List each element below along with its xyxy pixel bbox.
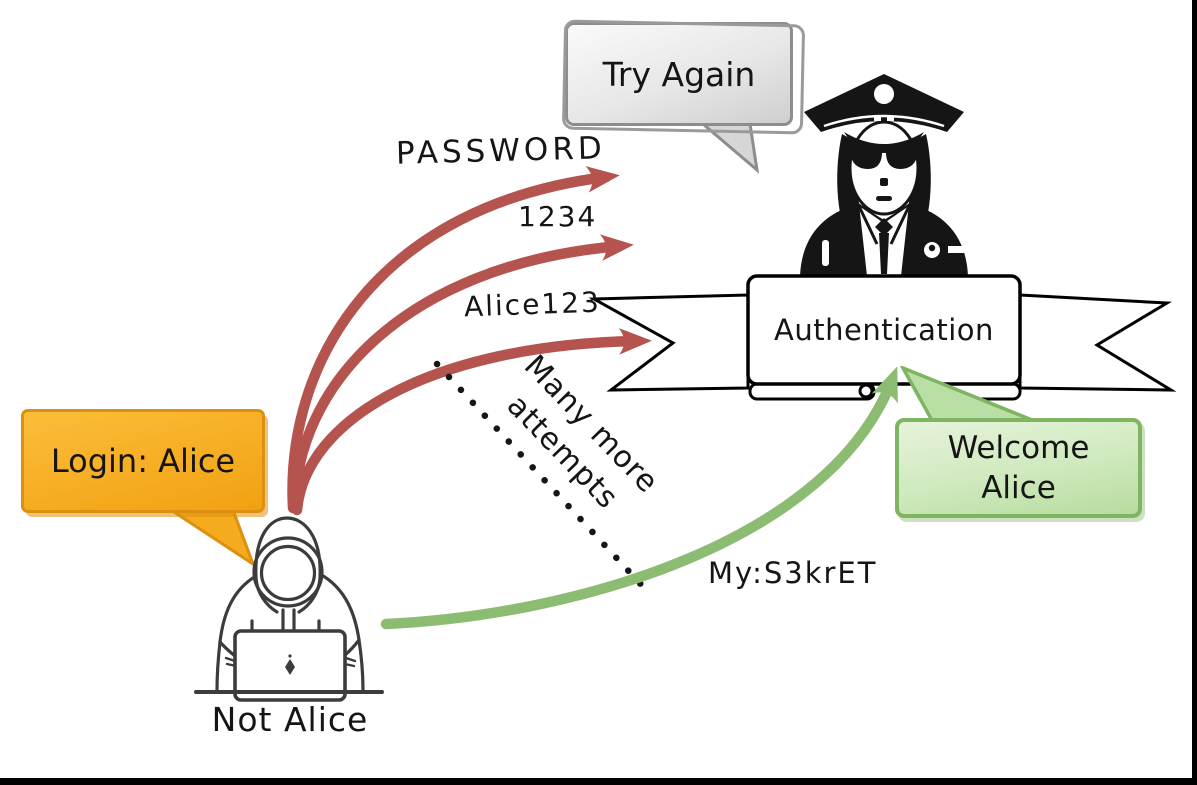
arrow-attempt-alice123 (291, 328, 652, 516)
many-more-attempts-dotted-line (433, 360, 652, 596)
authentication-banner-label: Authentication (774, 313, 994, 347)
try-again-bubble-tail (702, 124, 760, 174)
login-bubble-tail (170, 510, 256, 568)
arrow-attempt-secret (380, 366, 898, 630)
welcome-bubble: Welcome Alice (895, 418, 1142, 518)
arrow-attempt-password (287, 166, 620, 514)
label-attempt-1234: 1234 (518, 200, 598, 233)
label-attempt-password: PASSWORD (395, 130, 607, 172)
label-attempt-secret: My:S3krET (708, 556, 878, 590)
attacker-name-label: Not Alice (211, 700, 369, 739)
police-officer-icon (800, 74, 968, 276)
try-again-bubble: Try Again (565, 22, 793, 126)
try-again-bubble-text: Try Again (602, 54, 756, 94)
login-bubble-text: Login: Alice (50, 442, 236, 480)
label-attempt-alice123: Alice123 (463, 285, 602, 324)
arrow-attempt-1234 (289, 234, 634, 514)
hooded-hacker-at-laptop-icon (194, 516, 384, 702)
welcome-bubble-line-1: Welcome (947, 430, 1090, 466)
welcome-bubble-tail (899, 366, 1043, 424)
authentication-banner-ribbon (588, 274, 1177, 401)
login-bubble: Login: Alice (21, 409, 265, 513)
welcome-bubble-line-2: Alice (981, 470, 1056, 506)
